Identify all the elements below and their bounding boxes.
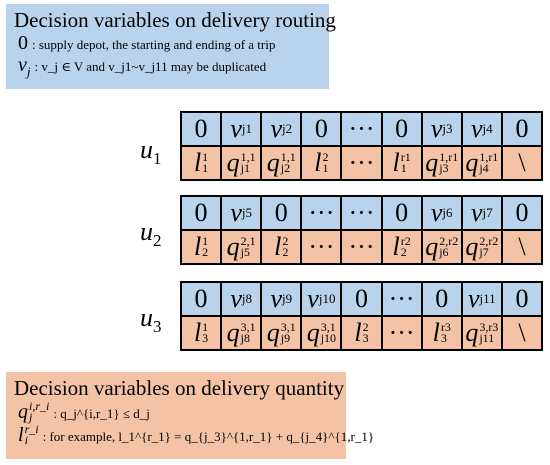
cell-u2-top-5: ··· xyxy=(340,195,383,231)
node-description: : v_j ∈ V and v_j1~v_j11 may be duplicat… xyxy=(34,59,267,74)
routing-title: Decision variables on delivery routing xyxy=(14,8,336,32)
row-label-u2: u2 xyxy=(140,217,162,250)
depot-symbol: 0 xyxy=(18,32,28,54)
quantity-title: Decision variables on delivery quantity xyxy=(14,376,345,400)
cell-u3-top-1: 0 xyxy=(179,281,223,317)
cell-u3-top-5: 0 xyxy=(340,281,383,317)
cell-u3-top-7: 0 xyxy=(420,281,463,317)
cell-u3-top-6: ··· xyxy=(380,281,423,317)
cell-u3-bot-9: \ xyxy=(500,315,544,351)
cell-u2-top-1: 0 xyxy=(179,195,223,231)
cell-u2-top-4: ··· xyxy=(300,195,343,231)
l-description: : for example, l_1^{r_1} = q_{j_3}^{1,r_… xyxy=(42,429,375,444)
node-symbol-sub: j xyxy=(26,64,31,79)
routing-legend: Decision variables on delivery routing 0… xyxy=(6,4,336,89)
cell-u3-bot-6: ··· xyxy=(380,315,423,351)
cell-u2-bot-9: \ xyxy=(500,229,544,265)
cell-u1-top-9: 0 xyxy=(500,111,544,147)
cell-u1-bot-9: \ xyxy=(500,145,544,181)
node-symbol: v xyxy=(18,54,27,76)
cell-u2-top-3: 0 xyxy=(260,195,303,231)
cell-u1-top-1: 0 xyxy=(179,111,223,147)
cell-u1-bot-5: ··· xyxy=(340,145,383,181)
row-label-u3: u3 xyxy=(140,303,162,336)
q-symbol: q xyxy=(18,401,28,423)
row-label-u1: u1 xyxy=(140,135,162,168)
l-symbol: l xyxy=(18,424,24,446)
cell-u2-top-9: 0 xyxy=(500,195,544,231)
cell-u2-top-6: 0 xyxy=(380,195,423,231)
cell-u2-bot-5: ··· xyxy=(340,229,383,265)
routing-node-line: vj : v_j ∈ V and v_j1~v_j11 may be dupli… xyxy=(14,55,321,82)
routing-depot-line: 0 : supply depot, the starting and endin… xyxy=(14,33,321,55)
quantity-legend: Decision variables on delivery quantity … xyxy=(6,372,375,459)
cell-u2-bot-4: ··· xyxy=(300,229,343,265)
cell-u1-top-4: 0 xyxy=(300,111,343,147)
depot-description: : supply depot, the starting and ending … xyxy=(32,37,276,52)
cell-u1-top-6: 0 xyxy=(380,111,423,147)
cell-u3-top-9: 0 xyxy=(500,281,544,317)
q-description: : q_j^{i,r_1} ≤ d_j xyxy=(53,406,150,421)
cell-u1-top-5: ··· xyxy=(340,111,383,147)
